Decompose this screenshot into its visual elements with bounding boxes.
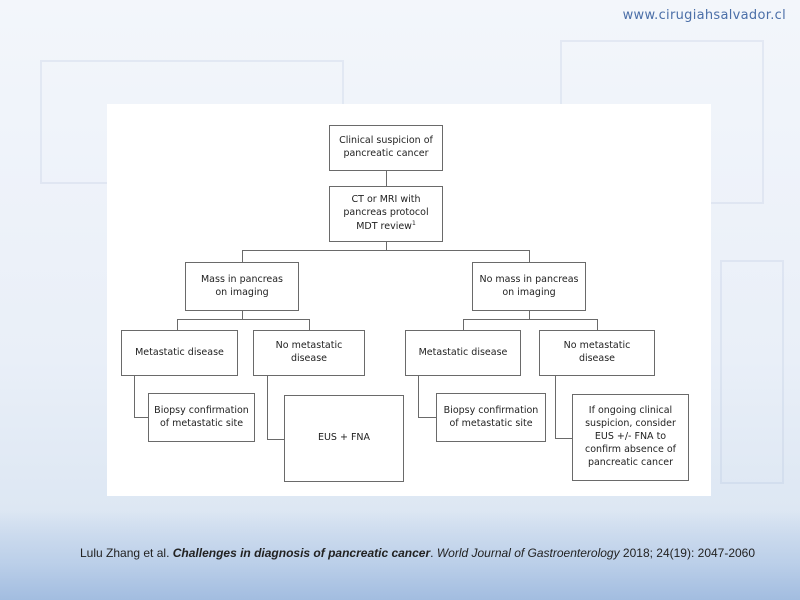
citation-details: 2018; 24(19): 2047-2060 bbox=[619, 546, 756, 560]
connector bbox=[267, 439, 284, 440]
right-metastatic-box: Metastatic disease bbox=[405, 330, 521, 376]
left-biopsy-label: Biopsy confirmation of metastatic site bbox=[154, 404, 249, 429]
right-consider-label: If ongoing clinical suspicion, consider … bbox=[585, 405, 676, 468]
start-box: Clinical suspicion of pancreatic cancer bbox=[329, 125, 443, 171]
left-eus-label: EUS + FNA bbox=[317, 432, 371, 444]
citation-authors: Lulu Zhang et al. bbox=[80, 546, 173, 560]
left-no-metastatic-label: No metastatic disease bbox=[275, 340, 343, 364]
left-metastatic-label: Metastatic disease bbox=[135, 346, 224, 358]
imaging-label: CT or MRI with pancreas protocol MDT rev… bbox=[343, 194, 429, 232]
connector bbox=[177, 319, 310, 320]
connector bbox=[386, 171, 387, 186]
connector bbox=[529, 311, 530, 319]
no-mass-box: No mass in pancreas on imaging bbox=[472, 262, 586, 311]
connector bbox=[242, 311, 243, 319]
left-metastatic-box: Metastatic disease bbox=[121, 330, 238, 376]
connector bbox=[555, 376, 556, 438]
right-biopsy-box: Biopsy confirmation of metastatic site bbox=[436, 393, 546, 442]
connector bbox=[463, 319, 598, 320]
citation-title: Challenges in diagnosis of pancreatic ca… bbox=[172, 546, 431, 560]
connector bbox=[529, 250, 530, 262]
left-no-metastatic-box: No metastatic disease bbox=[253, 330, 365, 376]
connector bbox=[134, 417, 148, 418]
right-metastatic-label: Metastatic disease bbox=[418, 346, 508, 358]
citation: Lulu Zhang et al. Challenges in diagnosi… bbox=[80, 546, 780, 560]
connector bbox=[463, 319, 464, 330]
connector bbox=[134, 376, 135, 417]
right-no-metastatic-label: No metastatic disease bbox=[563, 340, 631, 364]
watermark-shape bbox=[720, 260, 784, 484]
right-consider-box: If ongoing clinical suspicion, consider … bbox=[572, 394, 689, 481]
imaging-box: CT or MRI with pancreas protocol MDT rev… bbox=[329, 186, 443, 242]
left-biopsy-box: Biopsy confirmation of metastatic site bbox=[148, 393, 255, 442]
no-mass-label: No mass in pancreas on imaging bbox=[479, 273, 579, 298]
right-biopsy-label: Biopsy confirmation of metastatic site bbox=[443, 404, 539, 429]
connector bbox=[267, 376, 268, 439]
connector bbox=[309, 319, 310, 330]
connector bbox=[555, 438, 572, 439]
footnote-marker: 1 bbox=[411, 219, 416, 227]
flowchart-canvas: Clinical suspicion of pancreatic cancer … bbox=[107, 104, 711, 496]
connector bbox=[242, 250, 243, 262]
left-eus-box: EUS + FNA bbox=[284, 395, 404, 482]
site-url[interactable]: www.cirugiahsalvador.cl bbox=[622, 8, 786, 23]
background-band bbox=[0, 510, 800, 600]
connector bbox=[418, 417, 436, 418]
mass-box: Mass in pancreas on imaging bbox=[185, 262, 299, 311]
citation-journal: World Journal of Gastroenterology bbox=[436, 546, 620, 560]
connector bbox=[418, 376, 419, 417]
connector bbox=[177, 319, 178, 330]
right-no-metastatic-box: No metastatic disease bbox=[539, 330, 655, 376]
connector bbox=[386, 242, 387, 250]
citation-period: . bbox=[430, 546, 437, 560]
connector bbox=[597, 319, 598, 330]
mass-label: Mass in pancreas on imaging bbox=[200, 273, 284, 298]
connector bbox=[242, 250, 530, 251]
start-label: Clinical suspicion of pancreatic cancer bbox=[339, 135, 433, 159]
